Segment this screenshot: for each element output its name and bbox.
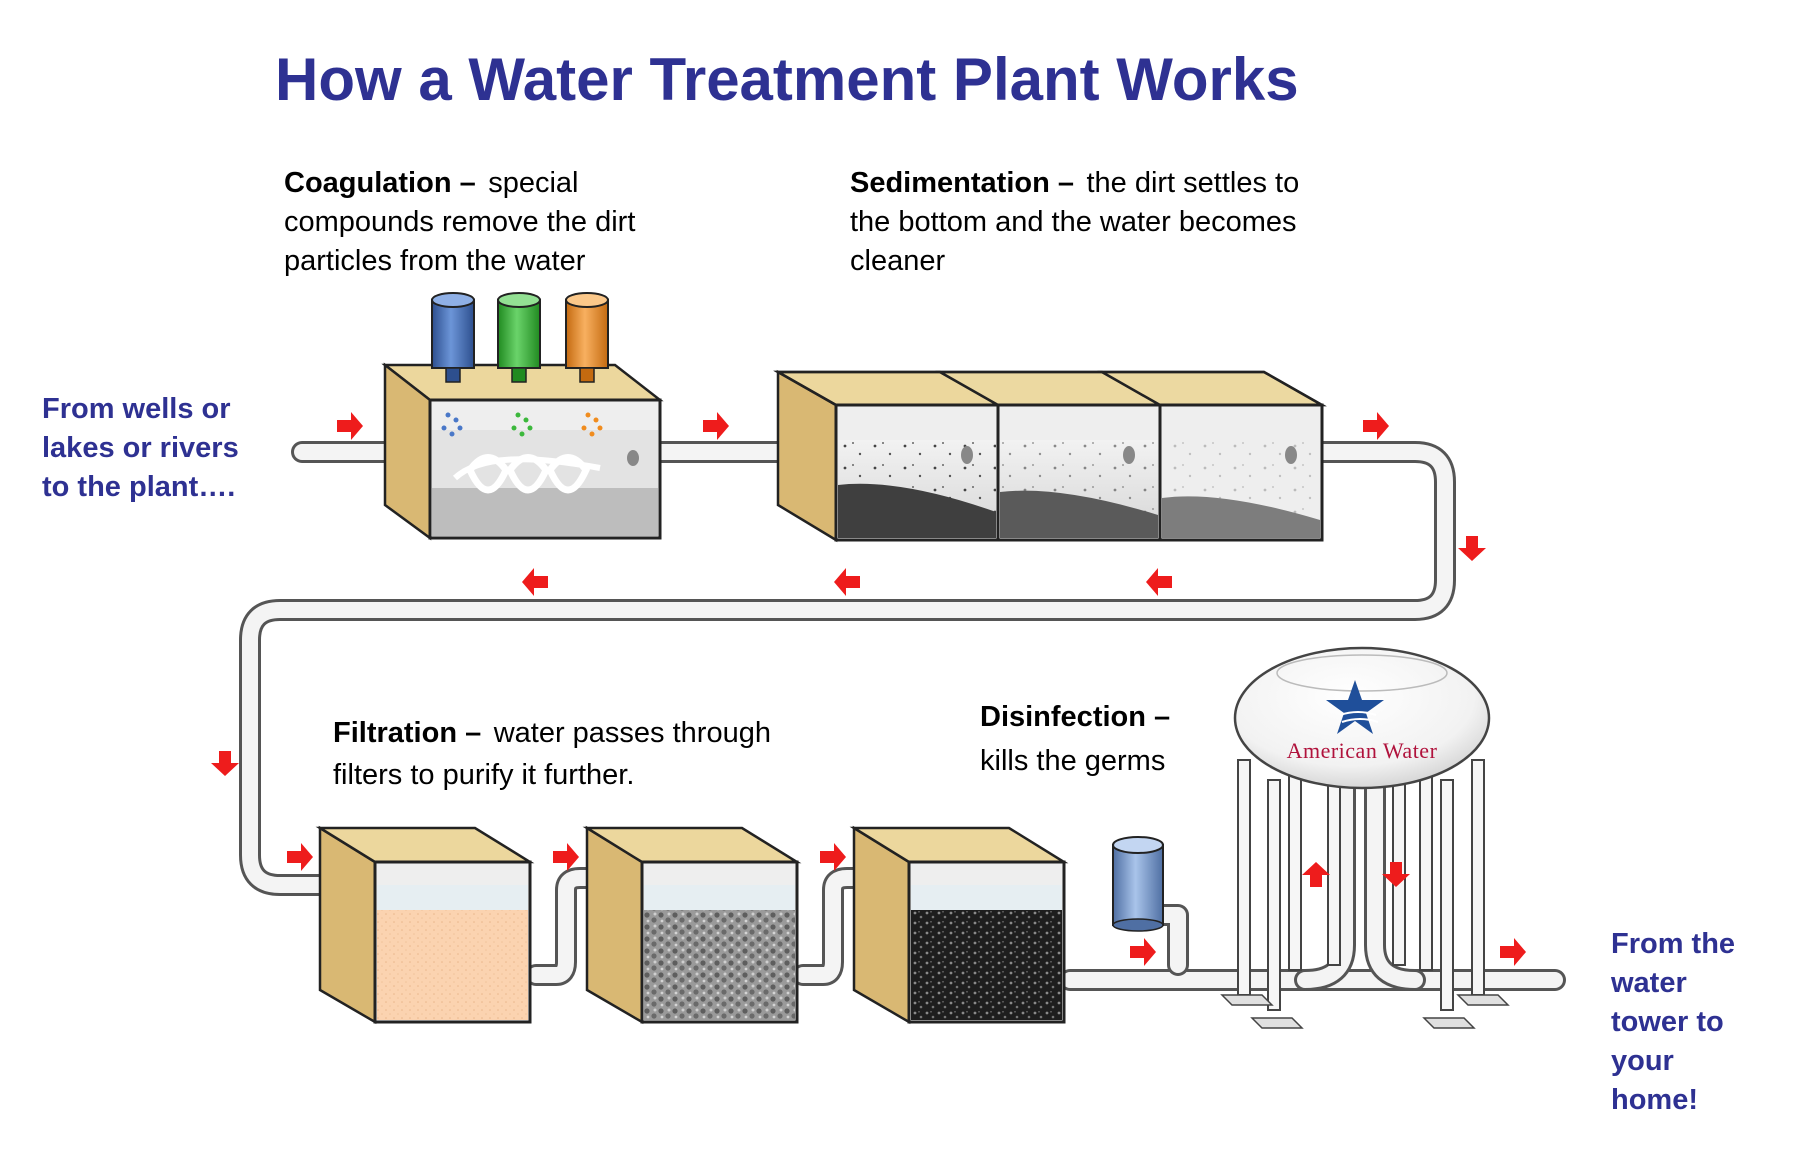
sedimentation-line: the bottom and the water becomes	[850, 206, 1297, 238]
tower-brand-label: American Water	[1287, 738, 1438, 763]
svg-text:Coagulation – special: Coagulation – special	[284, 167, 578, 199]
flow-arrow-icon	[522, 568, 548, 596]
coagulation-line: compounds remove the dirt	[284, 206, 635, 238]
flow-arrow-icon	[553, 843, 579, 871]
flow-arrow-icon	[1363, 412, 1389, 440]
source-label: From wells or lakes or rivers to the pla…	[42, 393, 239, 503]
filtration-line: water passes through	[493, 717, 771, 749]
flow-arrow-icon	[820, 843, 846, 871]
flow-arrow-icon	[1130, 938, 1156, 966]
coagulation-heading: Coagulation –	[284, 167, 476, 199]
pipe-network	[239, 441, 1566, 991]
coagulation-line: special	[488, 167, 578, 199]
filtration-heading: Filtration –	[333, 717, 481, 749]
coagulation-line: particles from the water	[284, 245, 586, 277]
flow-arrow-icon	[211, 751, 239, 776]
disinfection-line: kills the germs	[980, 745, 1165, 777]
sedimentation-line: the dirt settles to	[1086, 167, 1299, 199]
flow-arrow-icon	[337, 412, 363, 440]
flow-arrow-icon	[1146, 568, 1172, 596]
sedimentation-line: cleaner	[850, 245, 945, 277]
disinfection-tank	[1112, 836, 1164, 932]
flow-arrow-icon	[834, 568, 860, 596]
disinfection-heading: Disinfection –	[980, 701, 1170, 733]
sedimentation-heading: Sedimentation –	[850, 167, 1074, 199]
disinfection-label: Disinfection – kills the germs	[980, 701, 1170, 777]
sedimentation-label: Sedimentation – the dirt settles to the …	[850, 167, 1299, 277]
destination-label-line: home!	[1611, 1084, 1698, 1116]
destination-label-line: From the	[1611, 928, 1735, 960]
destination-label-line: your	[1611, 1045, 1674, 1077]
svg-text:Sedimentation – the dirt: Sedimentation – the dirt settles to	[850, 167, 1299, 199]
water-tower: American Water	[1220, 646, 1510, 1029]
source-label-line: From wells or	[42, 393, 231, 425]
page-title: How a Water Treatment Plant Works	[275, 46, 1299, 113]
coagulation-tank	[381, 362, 664, 541]
coagulation-label: Coagulation – special compounds remove t…	[284, 167, 635, 277]
star-logo-icon	[1326, 680, 1384, 734]
source-label-line: lakes or rivers	[42, 432, 239, 464]
svg-text:Filtration – water passe: Filtration – water passes through	[333, 717, 771, 749]
destination-label: From the water tower to your home!	[1610, 928, 1735, 1116]
flow-arrow-icon	[287, 843, 313, 871]
filtration-tanks	[315, 825, 1069, 1025]
sedimentation-tanks	[773, 369, 1327, 543]
source-label-line: to the plant….	[42, 471, 235, 503]
destination-label-line: tower to	[1611, 1006, 1724, 1038]
flow-arrow-icon	[703, 412, 729, 440]
filtration-label: Filtration – water passes through filter…	[333, 717, 771, 791]
filtration-line: filters to purify it further.	[333, 759, 634, 791]
flow-arrow-icon	[1500, 938, 1526, 966]
flow-arrow-icon	[1458, 536, 1486, 561]
chemical-tank-icon	[431, 292, 609, 383]
flow-arrow-icon	[1382, 862, 1410, 887]
flow-arrow-icon	[1302, 862, 1330, 887]
flow-arrows	[211, 412, 1526, 966]
destination-label-line: water	[1610, 967, 1687, 999]
